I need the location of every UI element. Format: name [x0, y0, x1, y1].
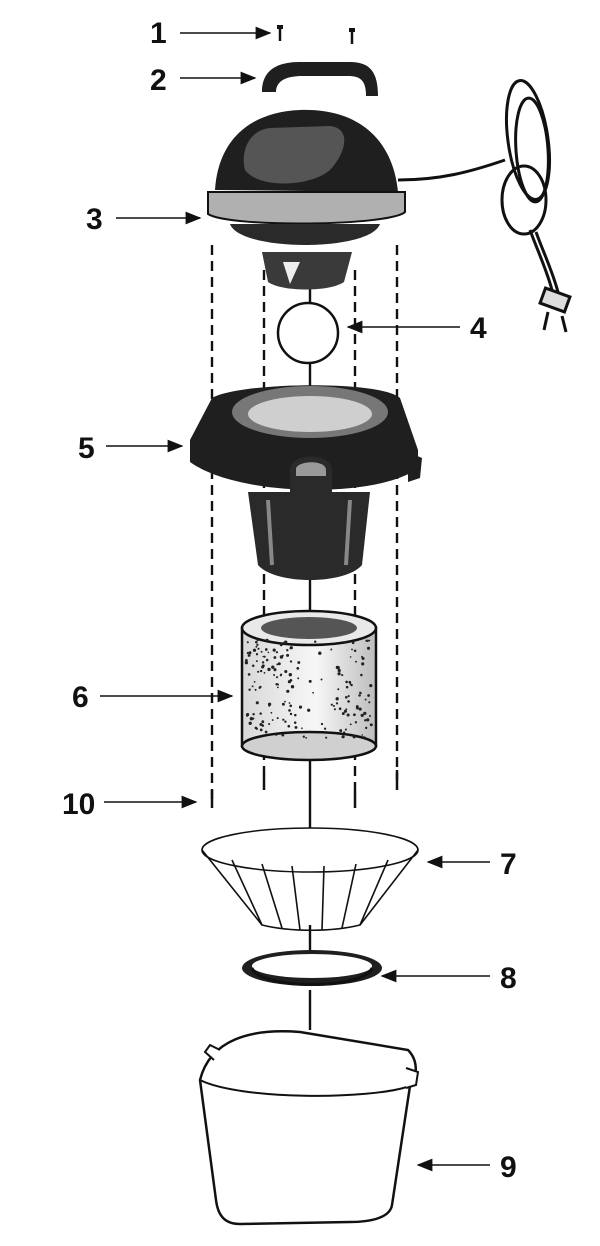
callout-9: 9: [500, 1151, 517, 1184]
callout-5: 5: [78, 432, 95, 465]
part-8-ring: [242, 950, 382, 986]
part-9-bucket: [198, 1030, 420, 1226]
part-2-handle: [262, 62, 378, 96]
callout-1: 1: [150, 17, 167, 50]
part-5-lid-cage: [190, 385, 422, 580]
callout-6: 6: [72, 681, 89, 714]
part-3-motor-head: [207, 109, 406, 290]
callout-numbers: 1 2 3 4 5 6 10 7 8 9: [62, 17, 517, 1184]
callout-2: 2: [150, 64, 167, 97]
leader-lines: [100, 26, 490, 1172]
power-cord: [397, 79, 572, 333]
callout-3: 3: [86, 203, 103, 236]
callout-7: 7: [500, 848, 517, 881]
part-7-paper-filter: [201, 827, 419, 932]
part-10-screws: [210, 770, 399, 808]
part-1-screws: [277, 25, 355, 44]
callout-10: 10: [62, 788, 95, 821]
part-6-cartridge-filter: [240, 609, 378, 762]
part-4-disc-filter: [276, 301, 340, 365]
callout-4: 4: [470, 312, 487, 345]
callout-8: 8: [500, 962, 517, 995]
